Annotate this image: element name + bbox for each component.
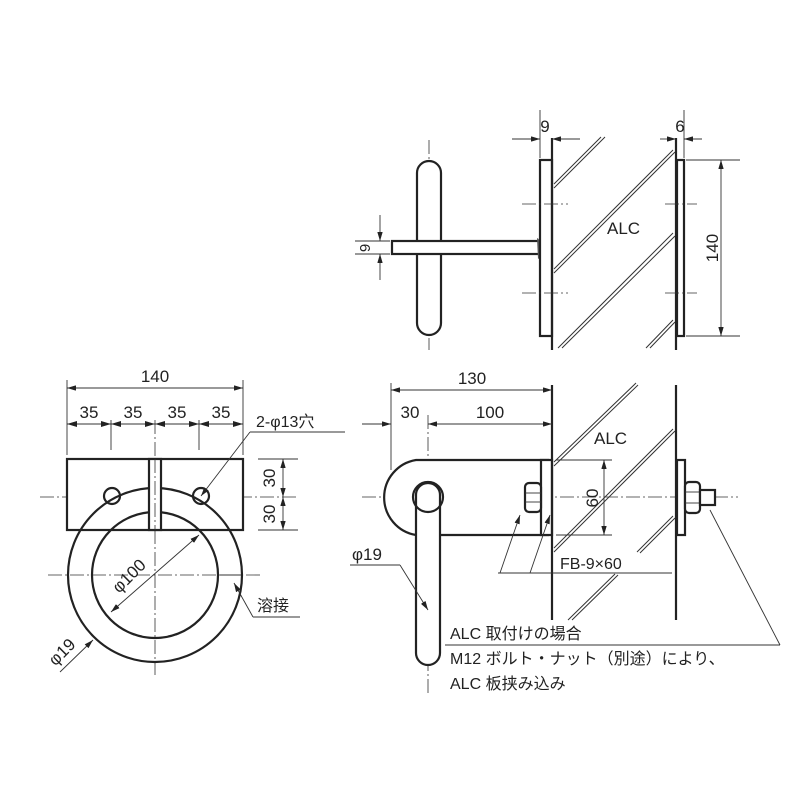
dim-plate-thickness: 9 bbox=[540, 117, 549, 136]
dim-pitch-3: 35 bbox=[168, 403, 187, 422]
dim-right: 100 bbox=[476, 403, 504, 422]
mounting-plate bbox=[538, 158, 554, 338]
dim-washer-thickness: 6 bbox=[675, 117, 684, 136]
flat-bar-label: FB-9×60 bbox=[560, 556, 622, 573]
hole-note: 2-φ13穴 bbox=[256, 413, 314, 431]
note-line-2: M12 ボルト・ナット（別途）により、 bbox=[450, 650, 725, 668]
dim-plate-height: 140 bbox=[703, 234, 722, 262]
dim-total-width: 140 bbox=[141, 367, 169, 386]
dim-total-depth: 130 bbox=[458, 369, 486, 388]
alc-label-side: ALC bbox=[594, 429, 627, 448]
alc-hatch bbox=[553, 136, 676, 349]
bracket-bar bbox=[390, 239, 542, 256]
dim-ring-diameter: φ100 bbox=[108, 555, 149, 596]
top-view: 9 6 140 9 ALC bbox=[355, 110, 740, 350]
front-view: 140 35 35 35 35 2-φ13穴 30 30 φ100 φ19 溶接 bbox=[40, 367, 345, 675]
nut-right bbox=[683, 480, 702, 515]
dim-pitch-1: 35 bbox=[80, 403, 99, 422]
dim-left: 30 bbox=[401, 403, 420, 422]
rod-diameter-label: φ19 bbox=[352, 545, 382, 564]
bracket-flat-bar bbox=[383, 458, 550, 537]
dim-pitch-2: 35 bbox=[124, 403, 143, 422]
mounting-plate-side bbox=[539, 458, 554, 537]
alc-hatch-side bbox=[553, 382, 676, 621]
nut-left bbox=[523, 481, 543, 514]
weld-note: 溶接 bbox=[257, 597, 289, 615]
bolt-thread bbox=[698, 488, 717, 507]
washer-plate bbox=[675, 158, 686, 338]
dim-bar-thickness: 9 bbox=[357, 244, 374, 252]
dim-rod-diameter: φ19 bbox=[45, 635, 80, 670]
alc-label-top: ALC bbox=[607, 219, 640, 238]
dim-pitch-4: 35 bbox=[212, 403, 231, 422]
note-line-3: ALC 板挟み込み bbox=[450, 675, 566, 693]
note-line-1: ALC 取付けの場合 bbox=[450, 625, 582, 643]
bolt-hole-left bbox=[102, 486, 122, 506]
dim-lower: 30 bbox=[260, 505, 279, 524]
side-view: 130 30 100 ALC 60 FB-9×60 φ19 ALC 取付けの場合… bbox=[350, 369, 781, 695]
dim-upper: 30 bbox=[260, 469, 279, 488]
washer-right bbox=[675, 458, 687, 537]
dim-bar-height: 60 bbox=[583, 489, 602, 508]
